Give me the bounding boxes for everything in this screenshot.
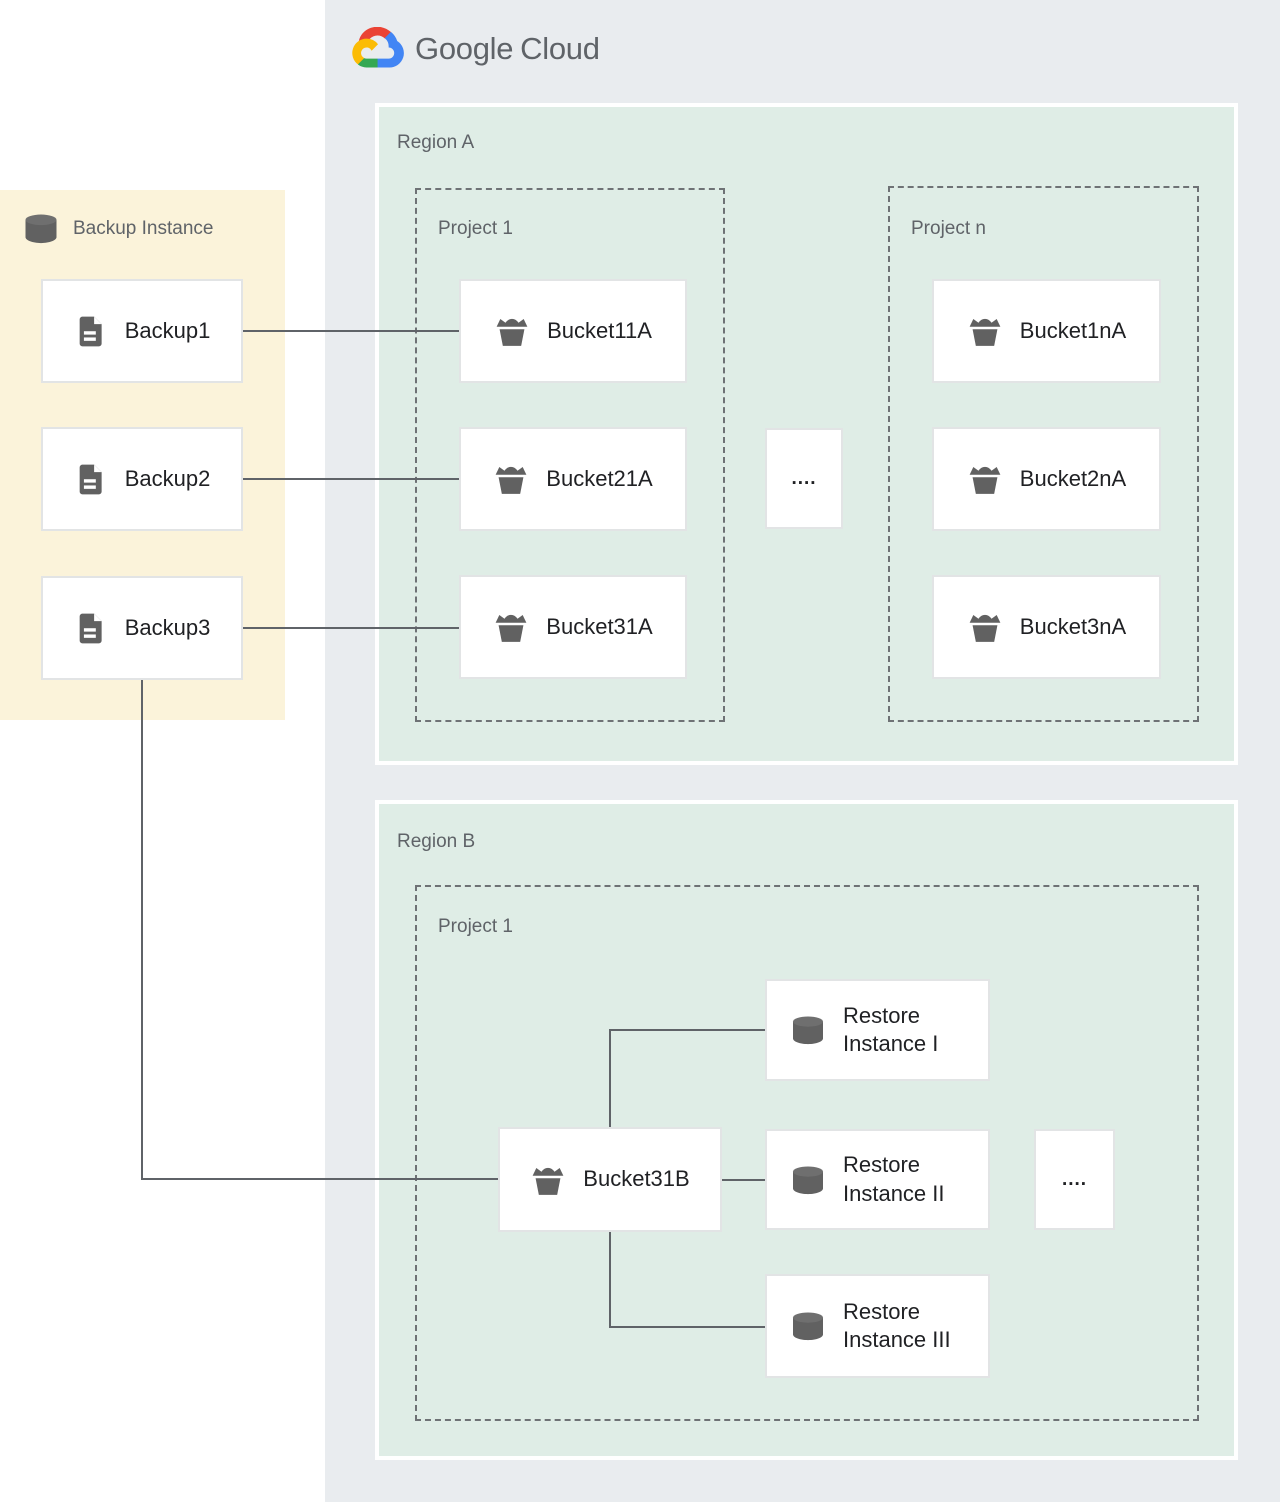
- ellipsis-label: ....: [1061, 1168, 1088, 1190]
- restore-instance-2-label: Restore Instance II: [843, 1152, 945, 1206]
- connector-backup3-bucket31b-vertical: [141, 680, 143, 1180]
- backup-instance-title: Backup Instance: [73, 217, 214, 239]
- region-b-project-1-boundary: [415, 885, 1199, 1421]
- region-a-project-n-boundary: [888, 186, 1199, 722]
- region-a-project-1-label: Project 1: [438, 218, 513, 239]
- restore-instance-2-node: Restore Instance II: [765, 1129, 990, 1230]
- bucket3na-label: Bucket3nA: [1019, 613, 1127, 639]
- bucket11a-label: Bucket11A: [547, 317, 652, 343]
- bucket21a-label: Bucket21A: [546, 465, 653, 491]
- bucket1na-label: Bucket1nA: [1019, 317, 1127, 343]
- restore-instance-3-node: Restore Instance III: [765, 1274, 990, 1378]
- bucket2na-label: Bucket2nA: [1019, 465, 1127, 491]
- bucket-icon: [495, 614, 527, 642]
- region-a-label: Region A: [397, 132, 475, 153]
- region-b-project-1-label: Project 1: [438, 916, 513, 937]
- connector-bucket31b-restore2: [722, 1179, 765, 1181]
- google-cloud-logo-icon: [352, 27, 404, 68]
- bucket31b-label: Bucket31B: [583, 1166, 690, 1192]
- bucket31b-node: Bucket31B: [498, 1127, 722, 1232]
- connector-bucket31b-restore1-vertical: [609, 1029, 611, 1127]
- bucket-icon: [969, 466, 1001, 494]
- backup2-node: Backup2: [41, 427, 243, 531]
- logo-word-cloud: Cloud: [520, 30, 600, 66]
- connector-backup3-bucket31b-horizontal: [141, 1178, 498, 1180]
- bucket-icon: [496, 318, 528, 346]
- backup1-label: Backup1: [124, 317, 211, 343]
- bucket-icon: [532, 1167, 564, 1195]
- region-a-project-n-label: Project n: [911, 218, 986, 239]
- logo-word-google: Google: [415, 30, 514, 66]
- database-icon: [793, 1166, 823, 1194]
- region-a-ellipsis-node: ....: [765, 428, 843, 529]
- connector-backup1-bucket11a: [243, 330, 459, 332]
- database-icon: [793, 1016, 823, 1045]
- database-icon: [793, 1312, 823, 1341]
- restore-instance-3-label: Restore Instance III: [843, 1298, 951, 1352]
- bucket21a-node: Bucket21A: [459, 427, 687, 531]
- backup3-node: Backup3: [41, 576, 243, 680]
- connector-backup3-bucket31a: [243, 627, 459, 629]
- bucket-icon: [969, 614, 1001, 642]
- bucket11a-node: Bucket11A: [459, 279, 687, 383]
- document-icon: [79, 464, 102, 494]
- region-b-label: Region B: [397, 831, 476, 852]
- bucket3na-node: Bucket3nA: [932, 575, 1161, 679]
- document-icon: [79, 613, 102, 643]
- connector-bucket31b-restore1-horizontal: [609, 1029, 765, 1031]
- connector-backup2-bucket21a: [243, 478, 459, 480]
- region-a-project-1-boundary: [415, 188, 725, 722]
- bucket1na-node: Bucket1nA: [932, 279, 1161, 383]
- restore-instance-1-node: Restore Instance I: [765, 979, 990, 1081]
- connector-bucket31b-restore3-horizontal: [609, 1326, 765, 1328]
- ellipsis-label: ....: [791, 467, 817, 489]
- backup-instance-header: Backup Instance: [22, 213, 213, 244]
- backup1-node: Backup1: [41, 279, 243, 383]
- backup3-label: Backup3: [124, 614, 211, 640]
- bucket31a-node: Bucket31A: [459, 575, 687, 679]
- bucket-icon: [969, 318, 1001, 346]
- database-icon: [25, 214, 57, 244]
- region-b-ellipsis-node: ....: [1034, 1129, 1115, 1230]
- document-icon: [79, 316, 102, 346]
- backup2-label: Backup2: [124, 465, 211, 491]
- restore-instance-1-label: Restore Instance I: [843, 1002, 939, 1056]
- connector-bucket31b-restore3-vertical: [609, 1232, 611, 1328]
- bucket-icon: [495, 466, 527, 494]
- bucket2na-node: Bucket2nA: [932, 427, 1161, 531]
- bucket31a-label: Bucket31A: [546, 613, 653, 639]
